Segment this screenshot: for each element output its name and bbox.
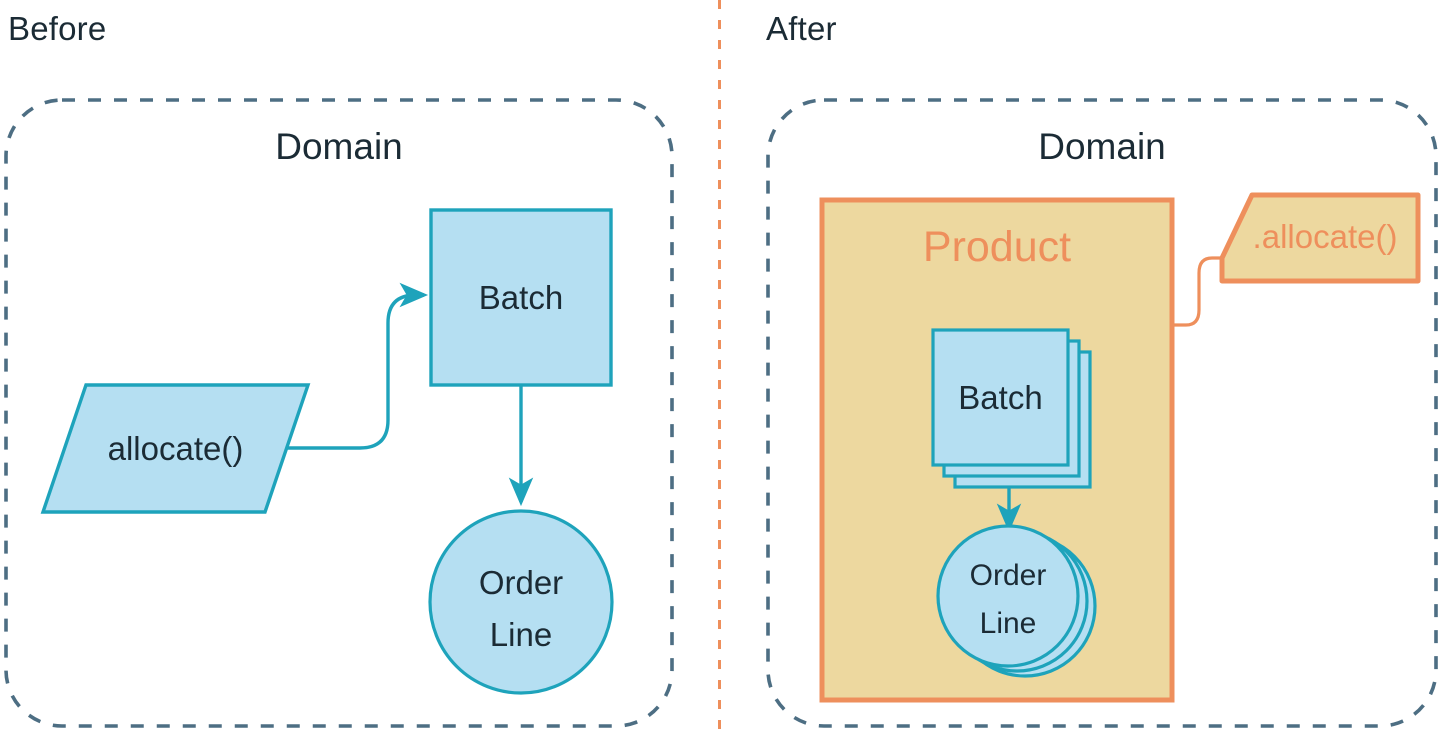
batch-box-stack-1 bbox=[931, 328, 1070, 467]
domain-container-before bbox=[4, 98, 674, 728]
batch-box-before bbox=[429, 208, 613, 387]
edge-allocate-to-batch bbox=[286, 282, 429, 450]
panel-title-after: After bbox=[766, 10, 837, 47]
edge-product-to-tag bbox=[1172, 256, 1222, 327]
panel-title-before: Before bbox=[8, 10, 107, 47]
allocate-parallelogram bbox=[40, 383, 311, 514]
allocate-tag bbox=[1219, 192, 1421, 284]
orderline-circle-stack-1 bbox=[936, 524, 1080, 668]
orderline-circle-before bbox=[428, 509, 614, 695]
